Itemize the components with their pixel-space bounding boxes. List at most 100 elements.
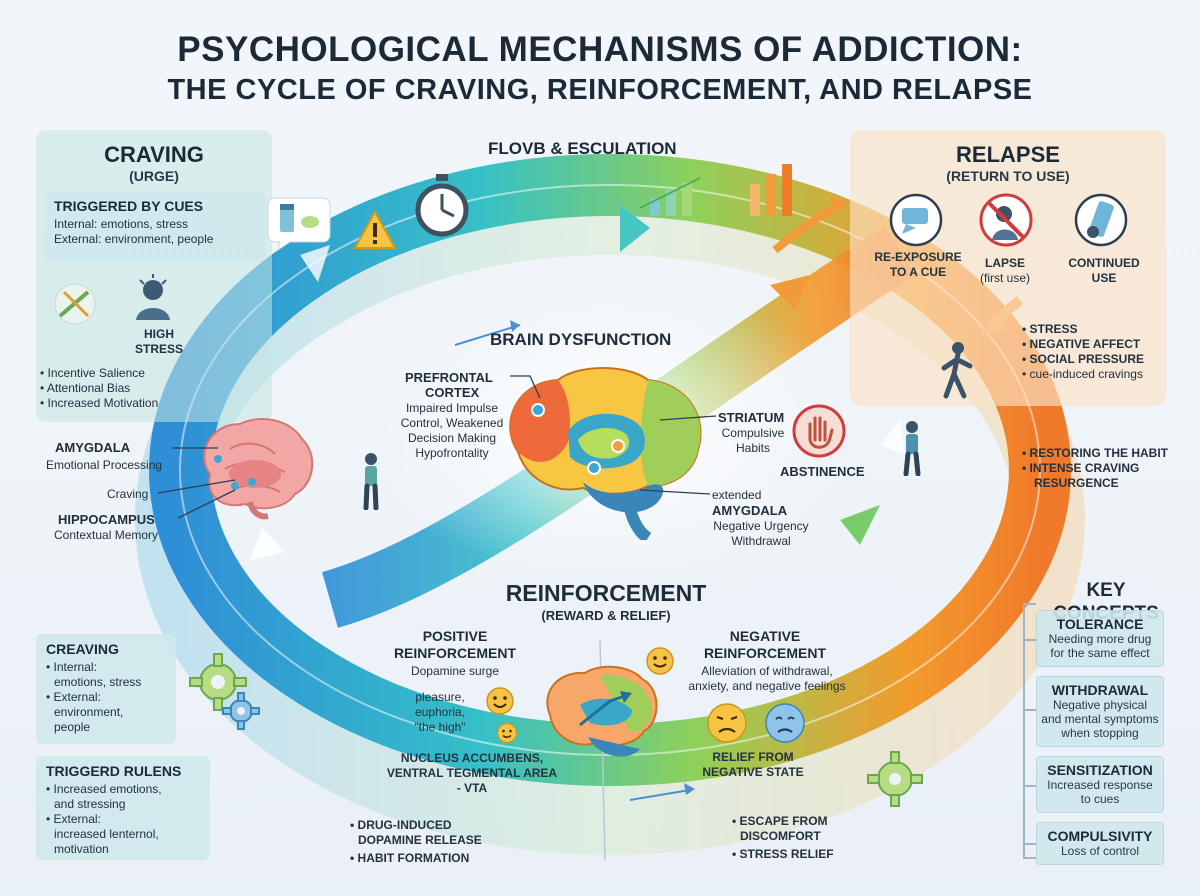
restore-resurgence: RESURGENCE — [1034, 476, 1119, 490]
positive-reinf-t1: POSITIVE — [422, 628, 488, 644]
page-title: PSYCHOLOGICAL MECHANISMS OF ADDICTION: — [177, 30, 1023, 69]
nucleus-text: NUCLEUS ACCUMBENS, VENTRAL TEGMENTAL ARE… — [372, 751, 572, 796]
neutral-smile-icon — [646, 647, 674, 675]
key-concepts-title-1: KEY — [1086, 580, 1126, 601]
concept-sensitization-desc-1: Increased response — [1047, 778, 1153, 792]
continued-use-icon — [1074, 193, 1128, 247]
pleasure-1: pleasure, — [415, 690, 465, 704]
concept-compulsivity-name: COMPULSIVITY — [1047, 828, 1153, 844]
brain-icon — [509, 367, 702, 540]
concept-tolerance-name: TOLERANCE — [1056, 616, 1144, 632]
pfc-desc-3: Decision Making — [407, 431, 497, 445]
concept-tolerance: TOLERANCE Needing more drug for the same… — [1036, 610, 1164, 667]
ext-amygdala-desc-1: Negative Urgency — [713, 519, 809, 533]
concept-withdrawal-desc-3: when stopping — [1061, 726, 1139, 740]
bottom-triggers-title: TRIGGERD RULENS — [46, 763, 182, 779]
concept-withdrawal: WITHDRAWAL Negative physical and mental … — [1036, 676, 1164, 747]
nucleus-1: NUCLEUS ACCUMBENS, — [400, 751, 544, 765]
pleasure-2: euphoria, — [414, 705, 466, 719]
abstinence-label: ABSTINENCE — [780, 464, 865, 479]
concept-compulsivity: COMPULSIVITY Loss of control — [1036, 822, 1164, 865]
reinforcement-title: REINFORCEMENT — [505, 580, 707, 606]
stress-label-2: STRESS — [134, 342, 183, 356]
relapse-trigger-affect: NEGATIVE AFFECT — [1022, 337, 1166, 352]
craving-subtitle: (URGE) — [129, 168, 179, 184]
cue-external: External: environment, people — [54, 232, 214, 246]
page-subtitle: THE CYCLE OF CRAVING, REINFORCEMENT, AND… — [167, 74, 1033, 106]
cues-box: TRIGGERED BY CUES Internal: emotions, st… — [44, 192, 266, 262]
gear-icon-3 — [867, 751, 923, 807]
bottom-triggers-box: TRIGGERD RULENS Increased emotions,and s… — [36, 756, 210, 860]
brain-dysfunction-title: BRAIN DYSFUNCTION — [490, 330, 672, 349]
relapse-step-2-l2: (first use) — [979, 271, 1030, 285]
amygdala-desc: Emotional Processing — [46, 458, 163, 472]
worried-face-icon — [765, 703, 805, 743]
striatum-label: STRIATUM — [718, 410, 785, 425]
relapse-step-1-l2: TO A CUE — [889, 265, 947, 279]
pleasure-3: “the high” — [414, 720, 466, 734]
cue-exposure-icon — [889, 193, 943, 247]
ext-amygdala-desc-2: Withdrawal — [731, 534, 791, 548]
relapse-step-2-l1: LAPSE — [984, 256, 1025, 270]
striatum-desc-1: Compulsive — [721, 426, 785, 440]
relief-2: NEGATIVE STATE — [702, 765, 804, 779]
restore-habit: RESTORING THE HABIT — [1022, 446, 1192, 461]
stress-label-1: HIGH — [144, 327, 174, 341]
pleasure-text: pleasure, euphoria, “the high” — [400, 690, 480, 735]
concept-compulsivity-desc-1: Loss of control — [1060, 844, 1140, 858]
relapse-step-3-l1: CONTINUED — [1068, 256, 1140, 270]
negative-reinf-desc: Alleviation of withdrawal, anxiety, and … — [662, 664, 872, 694]
concept-tolerance-desc-2: for the same effect — [1050, 646, 1150, 660]
concept-tolerance-desc-1: Needing more drug — [1048, 632, 1152, 646]
person-center-icon — [363, 453, 379, 510]
standing-person-icon — [903, 421, 921, 476]
positive-item-2: HABIT FORMATION — [350, 851, 530, 866]
hand-stop-icon — [792, 404, 846, 458]
bottom-trigger-2: External:increased lenternol,motivation — [46, 812, 210, 857]
cues-title: TRIGGERED BY CUES — [54, 198, 204, 214]
bottom-craving-external: External:environment,people — [46, 690, 176, 735]
negative-reinf-t2: REINFORCEMENT — [703, 645, 827, 661]
relapse-title: RELAPSE — [956, 142, 1060, 167]
reward-brain-icon — [546, 665, 658, 757]
concept-sensitization-desc-2: to cues — [1080, 792, 1120, 806]
pfc-desc: Impaired Impulse Control, Weakened Decis… — [392, 401, 512, 461]
craving-brain-label: Craving — [107, 487, 149, 501]
hippocampus-desc: Contextual Memory — [54, 528, 159, 542]
relief-1: RELIEF FROM — [712, 750, 794, 764]
relapse-trigger-social: SOCIAL PRESSURE — [1022, 352, 1166, 367]
flow-label: FLOVB & ESCULATION — [488, 139, 677, 158]
ext-amygdala-label: AMYGDALA — [712, 503, 788, 518]
craving-title: CRAVING — [104, 142, 204, 167]
syringe-icon — [54, 283, 96, 325]
left-brain-leaders — [157, 447, 236, 519]
bottom-craving-internal: Internal:emotions, stress — [46, 660, 176, 690]
warning-icon — [353, 210, 397, 249]
craving-item-salience: Incentive Salience — [40, 366, 240, 381]
pfc-desc-4: Hypofrontality — [415, 446, 489, 460]
pill-bottle-icon — [267, 197, 331, 252]
small-smile-icon — [496, 722, 518, 744]
concept-sensitization: SENSITIZATION Increased response to cues — [1036, 756, 1164, 813]
relapse-trigger-stress: STRESS — [1022, 322, 1166, 337]
bottom-trigger-1: Increased emotions,and stressing — [46, 782, 210, 812]
concept-withdrawal-desc-2: and mental symptoms — [1041, 712, 1159, 726]
relapse-step-3-l2: USE — [1091, 271, 1117, 285]
smile-icon — [486, 687, 514, 715]
bottom-craving-title: CREAVING — [46, 641, 119, 657]
craving-item-bias: Attentional Bias — [40, 381, 240, 396]
craving-item-motivation: Increased Motivation — [40, 396, 240, 411]
sad-face-icon — [707, 703, 747, 743]
bottom-craving-box: CREAVING Internal:emotions, stress Exter… — [36, 634, 176, 744]
pfc-desc-1: Impaired Impulse — [405, 401, 499, 415]
concept-sensitization-name: SENSITIZATION — [1047, 762, 1153, 778]
growth-chart-icon — [639, 164, 792, 216]
negative-desc-2: anxiety, and negative feelings — [688, 679, 846, 693]
relief-text: RELIEF FROM NEGATIVE STATE — [688, 750, 818, 780]
brain-leaders — [510, 375, 717, 495]
intense-craving: INTENSE CRAVING — [1022, 461, 1192, 476]
pfc-label-2: CORTEX — [425, 385, 480, 400]
gear-icon-2 — [222, 692, 260, 730]
